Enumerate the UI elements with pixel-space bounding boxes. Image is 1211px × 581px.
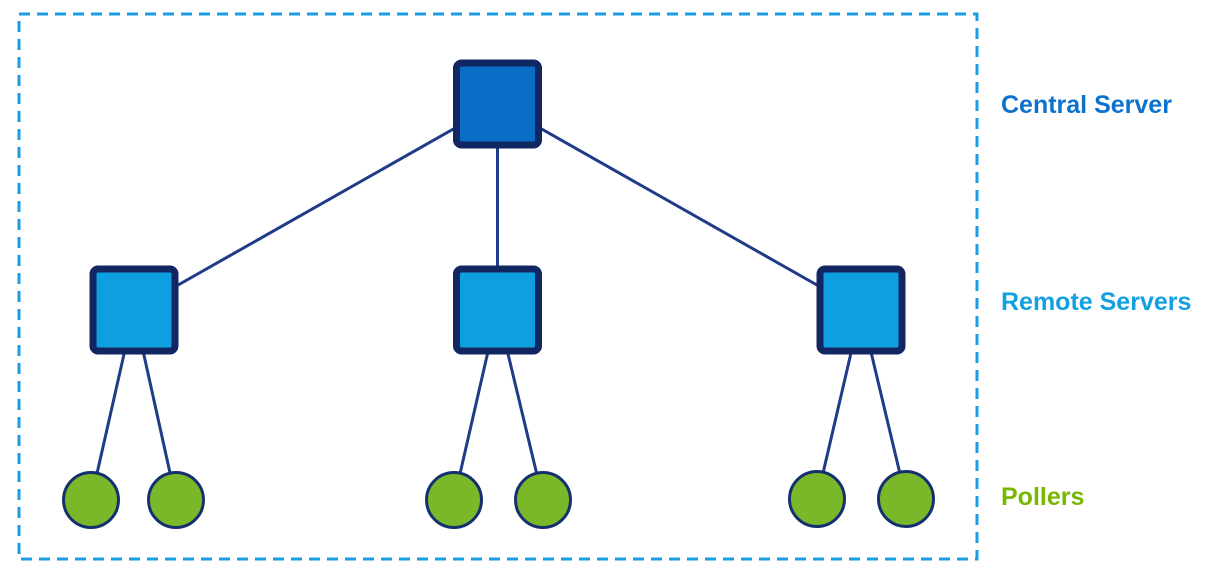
remote-server-1-node — [89, 265, 179, 355]
remote-servers-label: Remote Servers — [1001, 288, 1192, 316]
boundary-dashed-border — [17, 12, 979, 561]
edge-central-server-to-remote-server-1 — [133, 102, 499, 312]
poller-1-node — [62, 471, 120, 529]
central-server-node — [453, 59, 542, 149]
pollers-label: Pollers — [1001, 483, 1085, 511]
poller-3-node — [425, 471, 483, 529]
remote-server-2-node — [453, 265, 542, 355]
remote-server-3-node — [816, 265, 906, 355]
poller-6-node — [877, 470, 935, 528]
central-server-label: Central Server — [1001, 91, 1172, 119]
poller-5-node — [788, 470, 846, 528]
poller-2-node — [147, 471, 205, 529]
poller-4-node — [514, 471, 572, 529]
edge-central-server-to-remote-server-3 — [496, 102, 862, 312]
